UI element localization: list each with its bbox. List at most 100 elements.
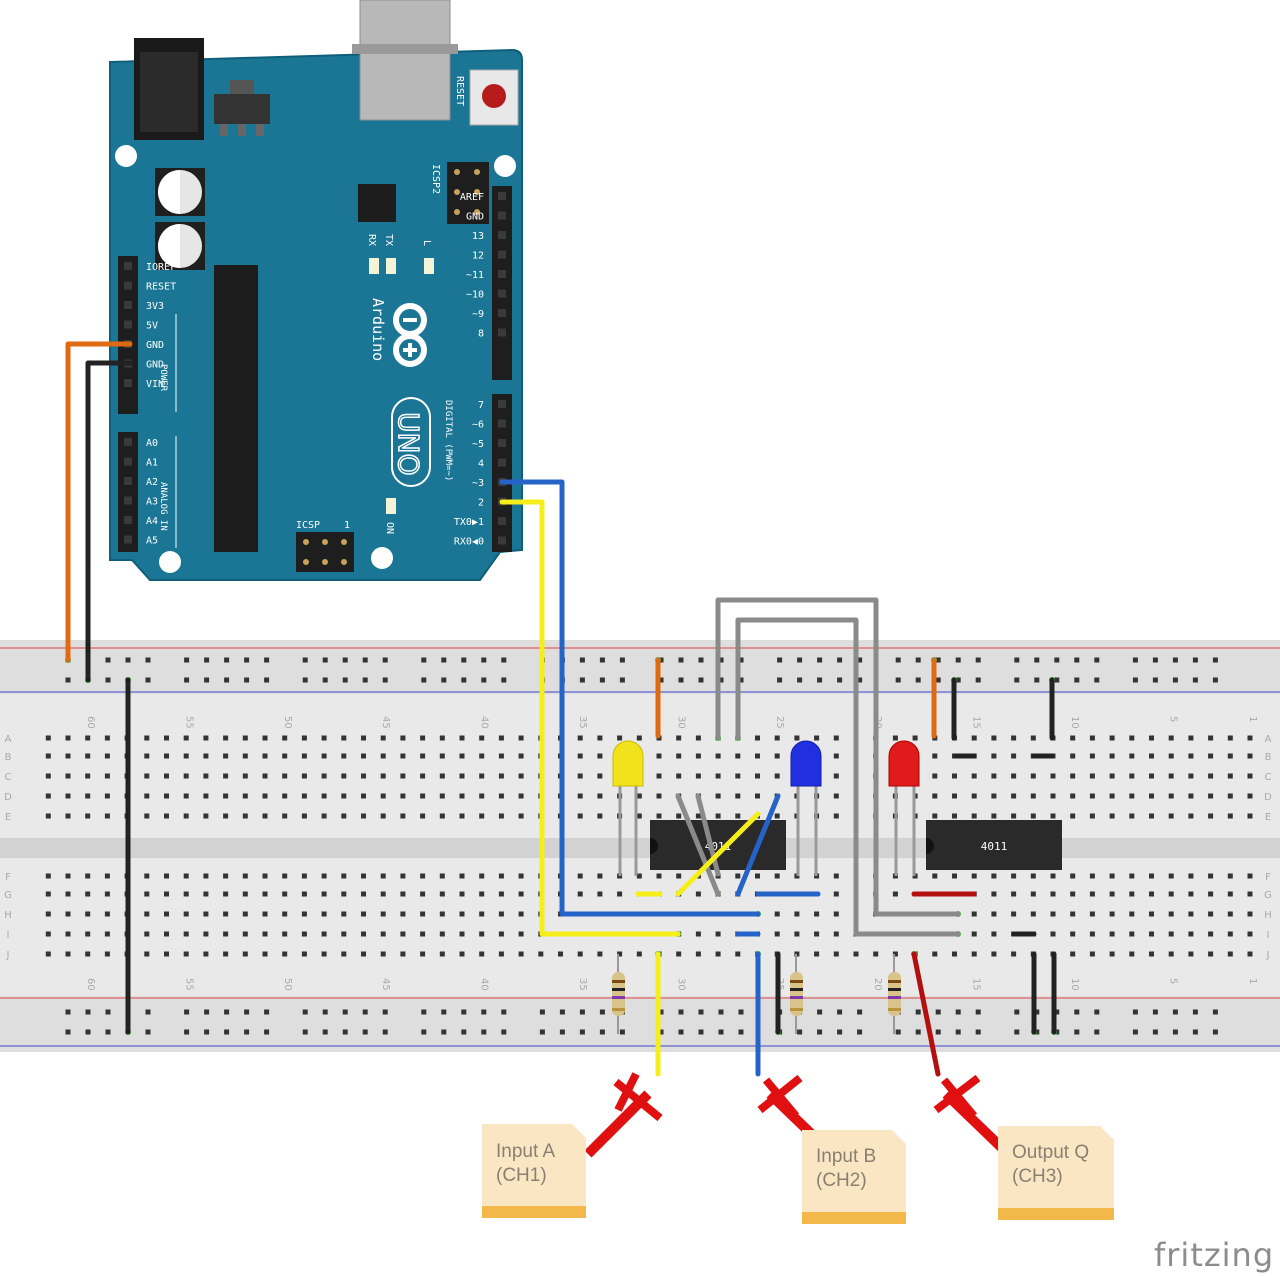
breadboard-hole[interactable] [577,873,583,879]
rail-hole[interactable] [125,657,131,663]
breadboard-hole[interactable] [1011,813,1017,819]
breadboard-hole[interactable] [104,813,110,819]
breadboard-hole[interactable] [971,793,977,799]
breadboard-hole[interactable] [518,773,524,779]
breadboard-hole[interactable] [479,911,485,917]
rail-hole[interactable] [955,657,961,663]
breadboard-hole[interactable] [85,873,91,879]
analog-pin[interactable] [124,496,132,505]
breadboard-hole[interactable] [498,931,504,937]
rail-hole[interactable] [698,1029,704,1035]
rail-hole[interactable] [244,1009,250,1015]
breadboard-hole[interactable] [400,911,406,917]
breadboard-hole[interactable] [518,793,524,799]
breadboard-hole[interactable] [321,773,327,779]
breadboard-hole[interactable] [65,813,71,819]
breadboard-hole[interactable] [1227,931,1233,937]
breadboard-hole[interactable] [164,773,169,779]
breadboard-hole[interactable] [459,911,465,917]
breadboard-hole[interactable] [774,735,780,741]
breadboard-hole[interactable] [479,891,485,897]
rail-hole[interactable] [837,657,843,663]
breadboard-hole[interactable] [301,951,307,957]
breadboard-hole[interactable] [65,891,71,897]
breadboard-hole[interactable] [203,813,209,819]
breadboard-hole[interactable] [242,931,248,937]
breadboard-hole[interactable] [755,793,760,799]
rail-hole[interactable] [1192,677,1198,683]
breadboard-hole[interactable] [1109,735,1115,741]
rail-hole[interactable] [264,1009,270,1015]
breadboard-hole[interactable] [1089,773,1095,779]
breadboard-hole[interactable] [597,773,603,779]
breadboard-hole[interactable] [400,753,406,759]
breadboard-hole[interactable] [1050,813,1056,819]
breadboard-hole[interactable] [459,931,465,937]
breadboard-hole[interactable] [104,753,110,759]
breadboard-hole[interactable] [1030,813,1036,819]
breadboard-hole[interactable] [1089,735,1095,741]
rail-hole[interactable] [481,657,487,663]
breadboard-hole[interactable] [65,735,71,741]
rail-hole[interactable] [1132,657,1138,663]
rail-hole[interactable] [975,1029,981,1035]
breadboard-hole[interactable] [164,891,169,897]
rail-hole[interactable] [362,1009,368,1015]
breadboard-hole[interactable] [952,773,957,779]
breadboard-hole[interactable] [1129,793,1135,799]
breadboard-hole[interactable] [676,873,682,879]
breadboard-hole[interactable] [597,753,603,759]
breadboard-hole[interactable] [1070,753,1076,759]
breadboard-hole[interactable] [262,735,268,741]
rail-hole[interactable] [342,1009,348,1015]
rail-hole[interactable] [857,1009,863,1015]
breadboard-hole[interactable] [183,911,189,917]
breadboard-hole[interactable] [755,735,760,741]
rail-hole[interactable] [935,657,941,663]
breadboard-hole[interactable] [321,951,327,957]
rail-hole[interactable] [738,677,744,683]
breadboard-hole[interactable] [1247,753,1253,759]
breadboard-hole[interactable] [1050,773,1056,779]
rail-hole[interactable] [461,657,467,663]
breadboard-hole[interactable] [203,793,209,799]
rail-hole[interactable] [1152,1009,1158,1015]
rail-hole[interactable] [342,657,348,663]
rail-hole[interactable] [579,677,585,683]
rail-hole[interactable] [797,657,803,663]
breadboard-hole[interactable] [1149,891,1154,897]
breadboard-hole[interactable] [991,793,997,799]
breadboard-hole[interactable] [361,793,366,799]
breadboard-hole[interactable] [439,753,445,759]
rail-hole[interactable] [322,657,328,663]
breadboard-hole[interactable] [1109,813,1115,819]
rail-hole[interactable] [145,677,151,683]
rail-hole[interactable] [955,677,961,683]
breadboard-hole[interactable] [1030,735,1036,741]
breadboard-hole[interactable] [65,873,71,879]
breadboard-hole[interactable] [479,813,485,819]
breadboard-hole[interactable] [1011,873,1017,879]
breadboard-hole[interactable] [361,873,366,879]
breadboard-hole[interactable] [794,735,800,741]
breadboard-hole[interactable] [755,753,760,759]
rail-hole[interactable] [501,1029,507,1035]
breadboard-hole[interactable] [380,753,386,759]
breadboard-hole[interactable] [1227,911,1233,917]
breadboard-hole[interactable] [223,931,229,937]
breadboard-hole[interactable] [144,773,150,779]
rail-hole[interactable] [915,657,921,663]
rail-hole[interactable] [738,1009,744,1015]
rail-hole[interactable] [658,677,664,683]
breadboard-hole[interactable] [242,873,248,879]
breadboard-hole[interactable] [1070,813,1076,819]
breadboard-hole[interactable] [380,813,386,819]
rail-hole[interactable] [1074,677,1080,683]
rail-hole[interactable] [244,677,250,683]
breadboard-hole[interactable] [65,931,71,937]
breadboard-hole[interactable] [1089,753,1095,759]
breadboard-hole[interactable] [1109,793,1115,799]
breadboard-hole[interactable] [695,735,701,741]
breadboard-hole[interactable] [1188,773,1194,779]
breadboard-hole[interactable] [1109,753,1115,759]
